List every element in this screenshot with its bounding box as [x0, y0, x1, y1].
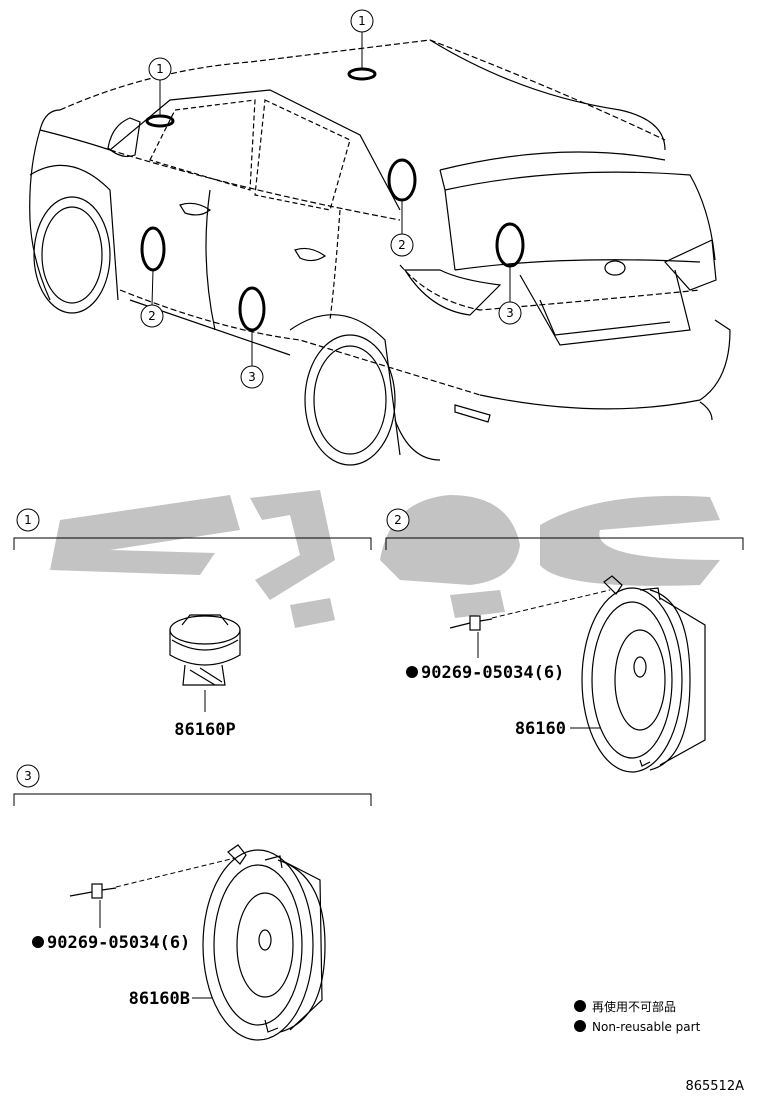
speaker-86160-drawing — [581, 575, 706, 773]
part-number-86160: 86160 — [515, 719, 566, 739]
callout-roof: 1 — [350, 9, 374, 33]
callout-front-door: 2 — [140, 304, 164, 328]
reference-code: 865512A — [685, 1079, 744, 1094]
legend-bullet-jp — [574, 1000, 586, 1012]
callout-rear-door: 3 — [240, 365, 264, 389]
callout-pillar: 2 — [390, 233, 414, 257]
part-number-86160P: 86160P — [174, 720, 235, 740]
svg-text:3: 3 — [506, 306, 514, 320]
section-2: 2 90269-05034(6) 86160 — [385, 508, 744, 773]
callout-tailgate: 3 — [498, 301, 522, 325]
section-3-number: 3 — [24, 769, 32, 783]
non-reusable-bullet — [32, 936, 44, 948]
screw-drawing — [449, 589, 611, 658]
section-1-number: 1 — [24, 513, 32, 527]
svg-text:2: 2 — [148, 309, 156, 323]
legend: 再使用不可部品 Non-reusable part — [574, 999, 701, 1034]
svg-text:2: 2 — [398, 238, 406, 252]
screw-part-number: 90269-05034(6) — [47, 933, 190, 953]
marker-roof-speaker — [347, 67, 377, 81]
svg-text:1: 1 — [358, 14, 366, 28]
speaker-86160B-drawing — [202, 844, 326, 1041]
marker-tailgate-speaker — [495, 222, 525, 268]
legend-jp: 再使用不可部品 — [592, 999, 676, 1014]
legend-en: Non-reusable part — [592, 1020, 701, 1034]
marker-front-door-speaker — [140, 226, 166, 272]
svg-text:3: 3 — [248, 370, 256, 384]
section-2-number: 2 — [394, 513, 402, 527]
marker-pillar-speaker — [387, 158, 417, 202]
callout-mirror: 1 — [148, 57, 172, 81]
legend-bullet-en — [574, 1020, 586, 1032]
screw-drawing — [69, 857, 236, 928]
marker-rear-door-speaker — [238, 286, 266, 332]
watermark-logo — [50, 490, 720, 628]
section-1: 1 86160P — [13, 508, 372, 740]
part-number-86160B: 86160B — [129, 989, 190, 1009]
vehicle-illustration — [29, 39, 731, 466]
screw-part-number: 90269-05034(6) — [421, 663, 564, 683]
tweeter-86160P-drawing — [169, 614, 241, 712]
section-3: 3 90269-05034(6) 86160B — [13, 764, 372, 1041]
svg-text:1: 1 — [156, 62, 164, 76]
non-reusable-bullet — [406, 666, 418, 678]
